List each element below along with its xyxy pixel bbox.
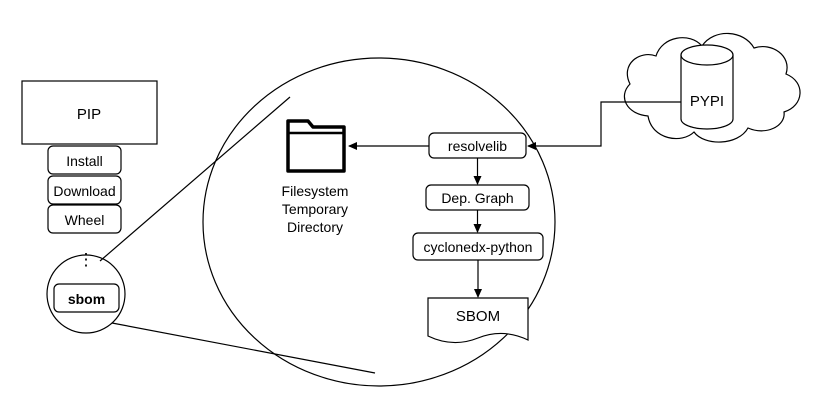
wheel-command-label: Wheel <box>65 212 105 228</box>
resolvelib-label: resolvelib <box>448 138 507 154</box>
pypi-label: PYPI <box>690 93 724 110</box>
sbom-document-shape <box>427 297 529 344</box>
ellipsis-icon: ⋮ <box>78 250 95 269</box>
sbom-command-box <box>53 283 120 313</box>
zoom-line-bottom <box>111 322 376 374</box>
dep-graph-label: Dep. Graph <box>441 190 513 206</box>
filesystem-label-line-3: Directory <box>287 219 343 235</box>
download-command-label: Download <box>53 183 115 199</box>
download-command-box <box>47 175 122 205</box>
pip-box <box>21 80 158 145</box>
pip-title: PIP <box>77 106 101 123</box>
database-cylinder-icon <box>680 44 734 130</box>
sbom-document-label: SBOM <box>456 308 500 325</box>
filesystem-label-line-1: Filesystem <box>282 183 349 199</box>
filesystem-label-line-2: Temporary <box>282 201 348 217</box>
zoom-ellipse <box>202 57 556 387</box>
install-command-label: Install <box>66 153 103 169</box>
sbom-command-label: sbom <box>68 291 105 307</box>
cyclonedx-python-label: cyclonedx-python <box>424 239 533 255</box>
magnifier-small-circle <box>46 254 126 334</box>
install-command-box <box>47 145 122 175</box>
wheel-command-box <box>47 204 122 234</box>
folder-icon <box>286 119 346 173</box>
zoom-line-top <box>99 96 291 262</box>
arrow-pypi-to-resolvelib <box>527 101 681 150</box>
